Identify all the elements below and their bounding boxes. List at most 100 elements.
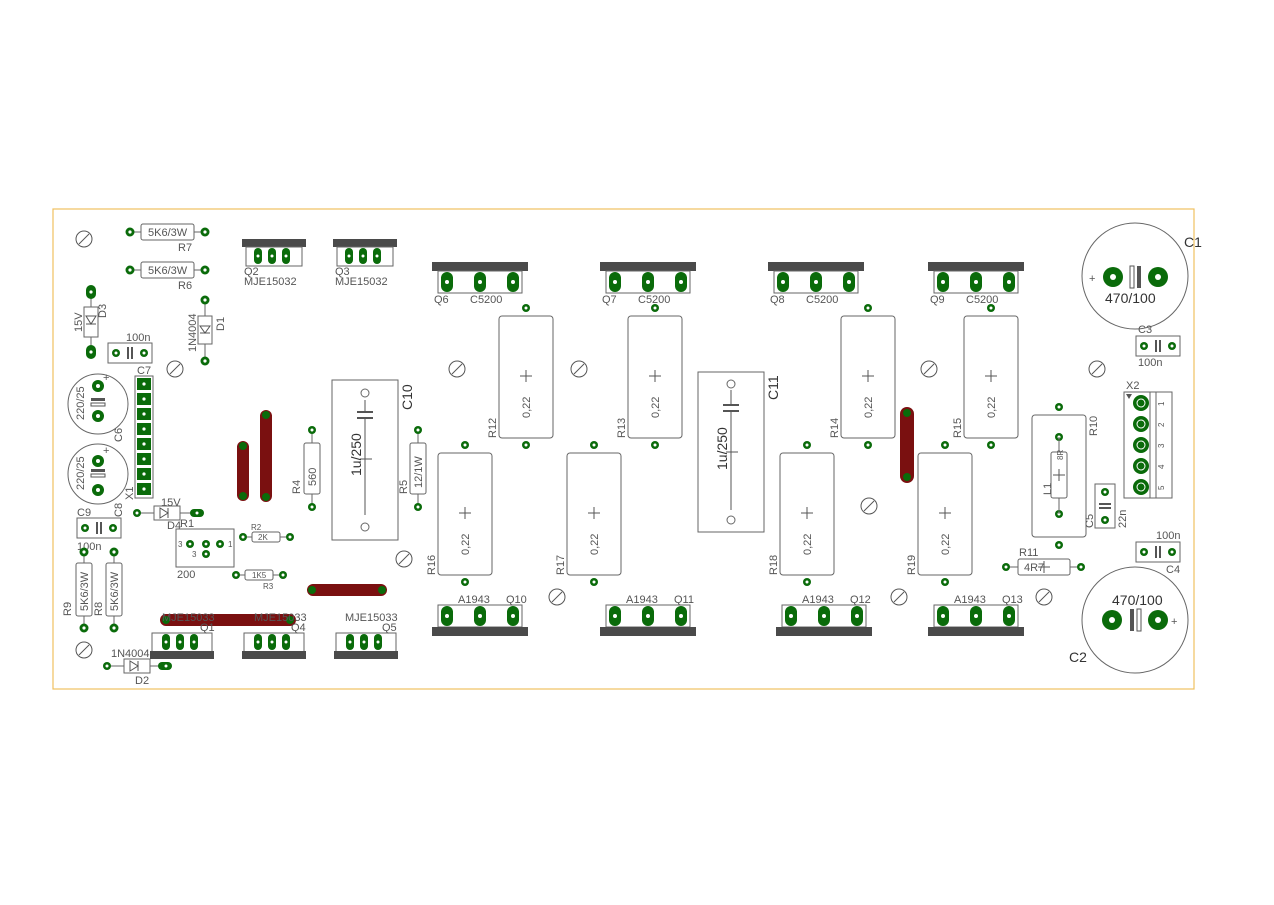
capacitor-c6: + 220/25 C6 xyxy=(67,372,129,442)
mounting-hole-icon xyxy=(920,360,938,378)
capacitor-c1: + 470/100 C1 xyxy=(1081,222,1202,330)
resistor-r16: 0,22 R16 xyxy=(426,441,493,586)
q2-ref: Q2 xyxy=(244,266,259,278)
l1-ref: L1 xyxy=(1042,483,1054,495)
r9-value: 5K6/3W xyxy=(79,571,91,611)
transistor-q7: Q7 C5200 xyxy=(600,262,696,306)
resistor-r4: 560 R4 xyxy=(291,426,321,511)
resistor-r12: 0,22 R12 xyxy=(487,304,554,449)
c7-ref: C7 xyxy=(137,365,151,377)
q7-ref: Q7 xyxy=(602,294,617,306)
diode-d2: 1N4004 D2 xyxy=(103,648,172,687)
r7-ref: R7 xyxy=(178,242,192,254)
r1-pin-3b: 3 xyxy=(192,550,197,559)
r1-value: 200 xyxy=(177,569,195,581)
c1-plus-mark: + xyxy=(1089,273,1095,285)
resistor-r7: 5K6/3W R7 xyxy=(125,223,210,254)
r9-ref: R9 xyxy=(62,602,74,616)
r3-value: 1K5 xyxy=(252,571,267,580)
r10-value: 8R xyxy=(1056,450,1065,460)
c9-ref: C9 xyxy=(77,507,91,519)
c4-ref: C4 xyxy=(1166,564,1180,576)
capacitor-c10: 1u/250 C10 xyxy=(331,379,415,541)
resistor-r18: 0,22 R18 xyxy=(768,441,835,586)
r6-value: 5K6/3W xyxy=(148,265,188,277)
q8-ref: Q8 xyxy=(770,294,785,306)
transistor-q12: A1943 Q12 xyxy=(776,594,872,636)
d1-value: 1N4004 xyxy=(187,313,199,352)
diode-d4: 15V D4 xyxy=(133,497,204,532)
r11-value: 4R7 xyxy=(1024,562,1044,574)
c8-plus-mark: + xyxy=(103,445,109,457)
c6-ref: C6 xyxy=(113,428,125,442)
mounting-hole-icon xyxy=(1035,588,1053,606)
r12-value: 0,22 xyxy=(521,397,533,418)
r18-value: 0,22 xyxy=(802,534,814,555)
r13-ref: R13 xyxy=(616,418,628,438)
transistor-q13: A1943 Q13 xyxy=(928,594,1024,636)
resistor-r11: 4R7 R11 xyxy=(1002,547,1085,576)
r4-value: 560 xyxy=(307,468,319,486)
transistor-q10: A1943 Q10 xyxy=(432,594,528,636)
resistor-r9: 5K6/3W R9 xyxy=(62,547,93,633)
c3-value: 100n xyxy=(1138,357,1162,369)
resistor-r6: 5K6/3W R6 xyxy=(125,261,210,292)
r12-ref: R12 xyxy=(487,418,499,438)
r3-ref: R3 xyxy=(263,582,274,591)
mounting-hole-icon xyxy=(548,588,566,606)
r5-ref: R5 xyxy=(398,480,410,494)
mounting-hole-icon xyxy=(75,230,93,248)
x2-pin-5: 5 xyxy=(1157,485,1166,490)
q10-value: A1943 xyxy=(458,594,490,606)
transistor-q6: Q6 C5200 xyxy=(432,262,528,306)
mounting-hole-icon xyxy=(75,641,93,659)
q3-value: MJE15032 xyxy=(335,276,388,288)
q4-ref: Q4 xyxy=(291,622,306,634)
r19-value: 0,22 xyxy=(940,534,952,555)
r15-ref: R15 xyxy=(952,418,964,438)
r18-ref: R18 xyxy=(768,555,780,575)
q6-ref: Q6 xyxy=(434,294,449,306)
capacitor-c4: 100n C4 xyxy=(1135,530,1181,576)
c10-ref: C10 xyxy=(399,384,415,410)
q5-ref: Q5 xyxy=(382,622,397,634)
c6-plus-mark: + xyxy=(103,372,109,384)
c1-ref: C1 xyxy=(1184,234,1202,250)
r8-value: 5K6/3W xyxy=(109,571,121,611)
transistor-q2: Q2 MJE15032 xyxy=(242,239,306,288)
r19-ref: R19 xyxy=(906,555,918,575)
q11-value: A1943 xyxy=(626,594,658,606)
c8-ref: C8 xyxy=(113,503,125,517)
diode-d3: 15V D3 xyxy=(73,285,109,359)
c3-ref: C3 xyxy=(1138,324,1152,336)
q1-value: MJE15033 xyxy=(162,612,215,624)
transistor-q4: MJE15033 Q4 xyxy=(242,612,307,659)
q13-ref: Q13 xyxy=(1002,594,1023,606)
c1-value: 470/100 xyxy=(1105,290,1156,306)
q10-ref: Q10 xyxy=(506,594,527,606)
q2-value: MJE15032 xyxy=(244,276,297,288)
d4-value: 15V xyxy=(161,497,181,509)
resistor-r3: 1K5 R3 xyxy=(232,569,287,591)
c5-ref: C5 xyxy=(1084,514,1096,528)
resistor-r17: 0,22 R17 xyxy=(555,441,622,586)
transistor-q5: MJE15033 Q5 xyxy=(334,612,398,659)
resistor-r14: 0,22 R14 xyxy=(829,304,896,449)
jumper-wire xyxy=(900,407,914,483)
r13-value: 0,22 xyxy=(650,397,662,418)
q9-ref: Q9 xyxy=(930,294,945,306)
r11-ref: R11 xyxy=(1019,547,1038,559)
r15-value: 0,22 xyxy=(986,397,998,418)
r5-value: 12/1W xyxy=(413,456,425,488)
c2-ref: C2 xyxy=(1069,649,1087,665)
c2-value: 470/100 xyxy=(1112,592,1163,608)
transistor-q3: Q3 MJE15032 xyxy=(333,239,397,288)
d1-ref: D1 xyxy=(215,317,227,331)
r16-ref: R16 xyxy=(426,555,438,575)
q13-value: A1943 xyxy=(954,594,986,606)
q12-value: A1943 xyxy=(802,594,834,606)
c4-value: 100n xyxy=(1156,530,1180,542)
resistor-r19: 0,22 R19 xyxy=(906,441,973,586)
d3-value: 15V xyxy=(73,312,85,332)
